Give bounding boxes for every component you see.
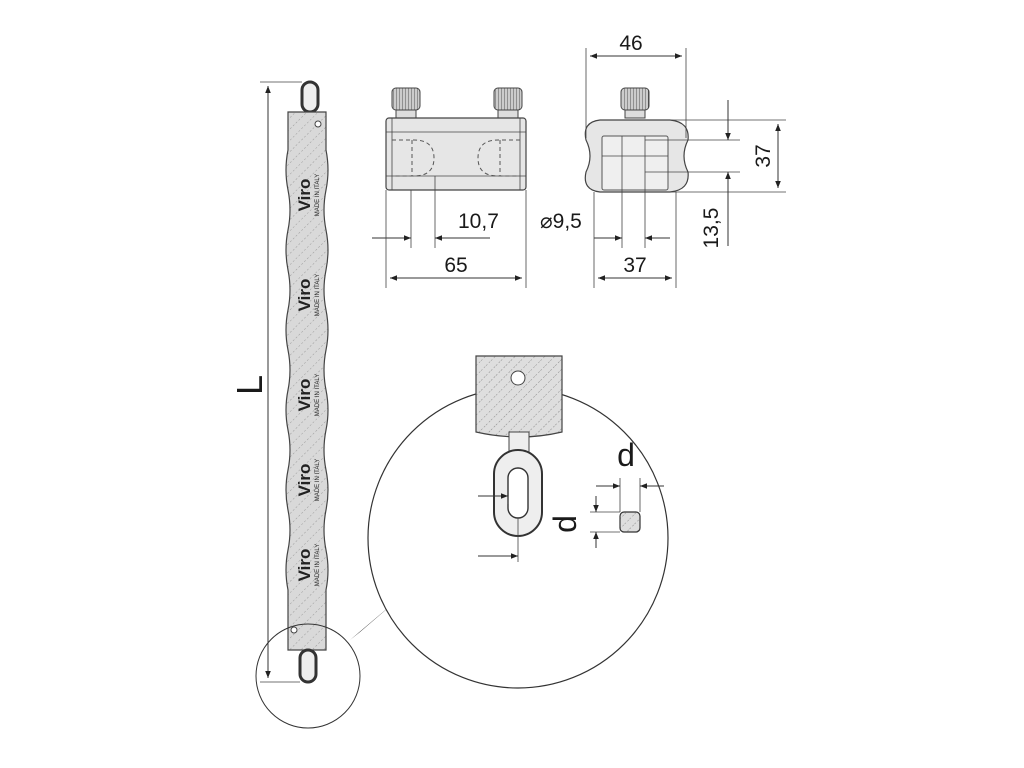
length-label: L — [229, 375, 270, 395]
detail-marker-circle — [255, 623, 361, 729]
made-in-text: MADE IN ITALY — [315, 544, 321, 586]
sleeve-hole-bottom — [290, 626, 298, 634]
block-width-bottom-label: 37 — [623, 254, 646, 277]
length-dimension: L — [229, 81, 302, 683]
hole-diameter-label: ⌀9,5 — [540, 210, 582, 233]
slot-right — [477, 139, 520, 177]
sleeve-branding-group: Viro MADE IN ITALY Viro MADE IN ITALY Vi… — [295, 174, 321, 586]
lock-body-side — [385, 117, 527, 191]
pin-spacing-label: 10,7 — [458, 210, 499, 233]
made-in-text: MADE IN ITALY — [315, 374, 321, 416]
chain-assembly: Viro MADE IN ITALY Viro MADE IN ITALY Vi… — [229, 80, 402, 729]
brand-text: Viro — [295, 379, 314, 412]
block-height-label: 37 — [752, 144, 775, 167]
brand-text: Viro — [295, 279, 314, 312]
brand-text: Viro — [295, 179, 314, 212]
sleeve-hole-top — [314, 120, 322, 128]
top-chain-link — [300, 80, 320, 114]
lock-side-view: 10,7 65 — [372, 87, 527, 288]
link-cross-section — [619, 511, 641, 533]
brand-text: Viro — [295, 464, 314, 497]
chain-sleeve — [285, 111, 329, 651]
knob-left — [391, 87, 421, 111]
made-in-text: MADE IN ITALY — [315, 274, 321, 316]
front-inner-frame — [601, 135, 669, 191]
offset-label: 13,5 — [700, 208, 723, 249]
brand-text: Viro — [295, 549, 314, 582]
knob-right — [493, 87, 523, 111]
bottom-chain-link — [298, 648, 318, 684]
lock-front-view: 46 37 13,5 ⌀9,5 37 — [540, 32, 786, 288]
made-in-text: MADE IN ITALY — [315, 174, 321, 216]
block-width-top-label: 46 — [619, 32, 642, 55]
block-length-label: 65 — [444, 254, 467, 277]
made-in-text: MADE IN ITALY — [315, 459, 321, 501]
knob-front — [620, 87, 650, 111]
detail-sleeve-end — [475, 355, 563, 438]
slot-left — [392, 139, 435, 177]
d-label-horizontal: d — [617, 437, 635, 473]
detail-view: d d — [367, 355, 669, 689]
d-label-vertical: d — [547, 515, 583, 533]
